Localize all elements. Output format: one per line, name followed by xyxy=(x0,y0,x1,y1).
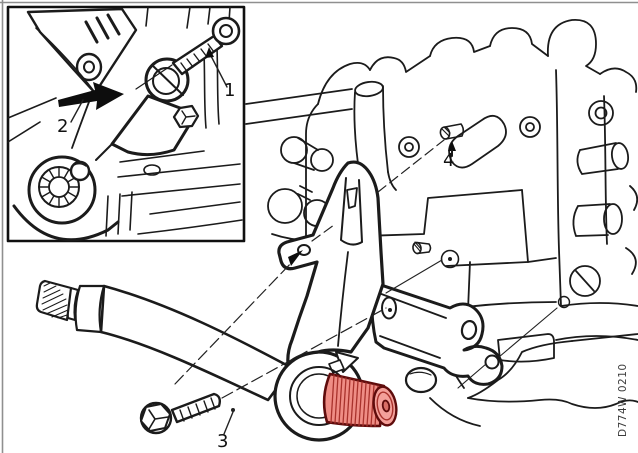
callout-1-leader xyxy=(209,53,228,88)
bolt3-axis-line xyxy=(221,307,387,399)
figure-code: D774W 0210 xyxy=(617,363,629,437)
dowel-pin xyxy=(439,123,465,157)
lug-bolt-hole xyxy=(484,354,500,370)
tongue-align-line xyxy=(174,259,295,385)
bracket-body xyxy=(277,160,385,366)
grommet-hole xyxy=(75,52,103,82)
bracket-arm xyxy=(370,280,504,386)
inset-bracket xyxy=(95,57,200,161)
direction-arrow xyxy=(58,82,124,110)
callout-4-arrow xyxy=(448,141,456,151)
callout-label-1: 1 xyxy=(224,80,236,101)
shaft-spline-highlight xyxy=(322,372,398,428)
ear-hole xyxy=(460,319,478,341)
callout-label-4: 4 xyxy=(443,150,455,171)
callout-label-2: 2 xyxy=(57,116,69,137)
callout-label-3: 3 xyxy=(217,431,229,452)
dowel-pin-2 xyxy=(412,241,460,269)
arm-bolt-hole xyxy=(381,296,397,320)
callout-3-leader xyxy=(223,411,234,435)
inset-splined-joint xyxy=(12,155,120,242)
tongue-align-arrow xyxy=(288,250,303,266)
leader-lines xyxy=(174,139,558,435)
tongue-bolt-hole xyxy=(297,244,311,256)
callout-2-leader xyxy=(70,99,84,123)
inset-socket-bolt xyxy=(135,16,241,90)
inset-background xyxy=(7,6,243,237)
flange-bolt xyxy=(139,392,222,435)
intermediate-shaft xyxy=(35,279,294,402)
inset-detail-box xyxy=(6,5,246,243)
inset-callout-leaders xyxy=(70,47,228,123)
dowel4-align-line xyxy=(311,139,445,242)
